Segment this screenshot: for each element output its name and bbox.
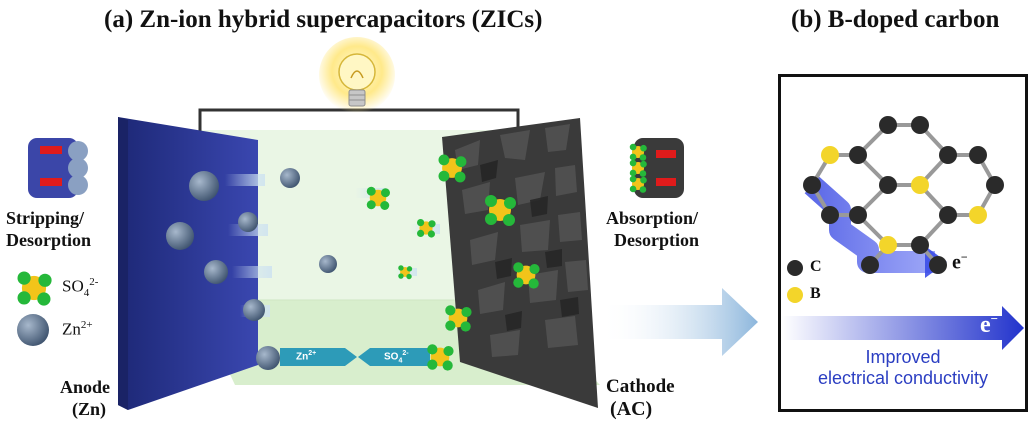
anode-zn-electrode	[118, 117, 258, 410]
sulfate-ion	[398, 265, 413, 280]
legend-carbon-atom	[787, 260, 803, 276]
anode-label-line1: Anode	[60, 377, 111, 397]
sulfate-ion	[513, 262, 540, 289]
zn-ion	[238, 212, 258, 232]
panel-a-title: (a) Zn-ion hybrid supercapacitors (ZICs)	[104, 6, 543, 33]
absorption-label-line1: Absorption/	[606, 208, 699, 228]
sulfate-ion	[445, 305, 472, 332]
legend-carbon-label: C	[810, 258, 822, 275]
zn-ion	[319, 255, 337, 273]
sulfate-ion	[438, 154, 467, 183]
so4-pill-label: SO42-	[384, 350, 409, 365]
transition-arrow-icon	[600, 288, 758, 356]
sulfate-migration-arrow	[358, 344, 454, 371]
legend-sulfate-symbol	[17, 271, 52, 306]
zn-ion	[280, 168, 300, 188]
conductivity-electron-label: e−	[980, 311, 999, 338]
zn-ion	[243, 299, 265, 321]
legend-boron-atom	[787, 287, 803, 303]
absorption-label: Absorption/ Desorption	[606, 207, 699, 251]
cathode-label-line1: Cathode	[606, 376, 675, 397]
legend-zinc-symbol	[17, 314, 49, 346]
light-bulb-icon	[319, 37, 395, 113]
conductivity-caption: Improved electrical conductivity	[817, 347, 989, 388]
panel-b-title: (b) B-doped carbon	[791, 6, 1000, 33]
zn-pill-label: Zn2+	[296, 350, 317, 363]
zn-ion	[204, 260, 228, 284]
absorption-label-line2: Desorption	[614, 230, 699, 250]
legend-boron-label: B	[810, 285, 821, 302]
lattice-electron-label: e−	[952, 250, 968, 274]
anode-label-line2: (Zn)	[72, 399, 107, 419]
cathode-label: Cathode (AC)	[606, 376, 675, 421]
legend-zinc-label: Zn2+	[62, 319, 93, 339]
panel-b-frame	[778, 74, 1028, 412]
sulfate-ion	[485, 195, 516, 226]
stripping-label-line2: Desorption	[6, 230, 91, 250]
boron-doped-lattice	[787, 116, 1004, 303]
zn-ion-group	[166, 168, 337, 321]
sulfate-ion	[417, 219, 436, 238]
stripping-label: Stripping/ Desorption	[6, 207, 91, 251]
legend-sulfate-label: SO42-	[62, 276, 99, 300]
sulfate-ion-group	[366, 154, 540, 332]
stripping-process-icon	[28, 138, 88, 198]
stripping-label-line1: Stripping/	[6, 208, 85, 228]
zn-migration-arrow	[256, 346, 357, 370]
lattice-atoms	[803, 116, 1004, 274]
conductivity-arrow-icon	[782, 306, 1024, 350]
cathode-label-line2: (AC)	[610, 398, 653, 420]
zn-ion	[166, 222, 194, 250]
absorption-process-icon	[629, 138, 684, 198]
sulfate-ion	[366, 186, 390, 210]
zn-ion	[189, 171, 219, 201]
anode-label: Anode (Zn)	[60, 376, 110, 420]
